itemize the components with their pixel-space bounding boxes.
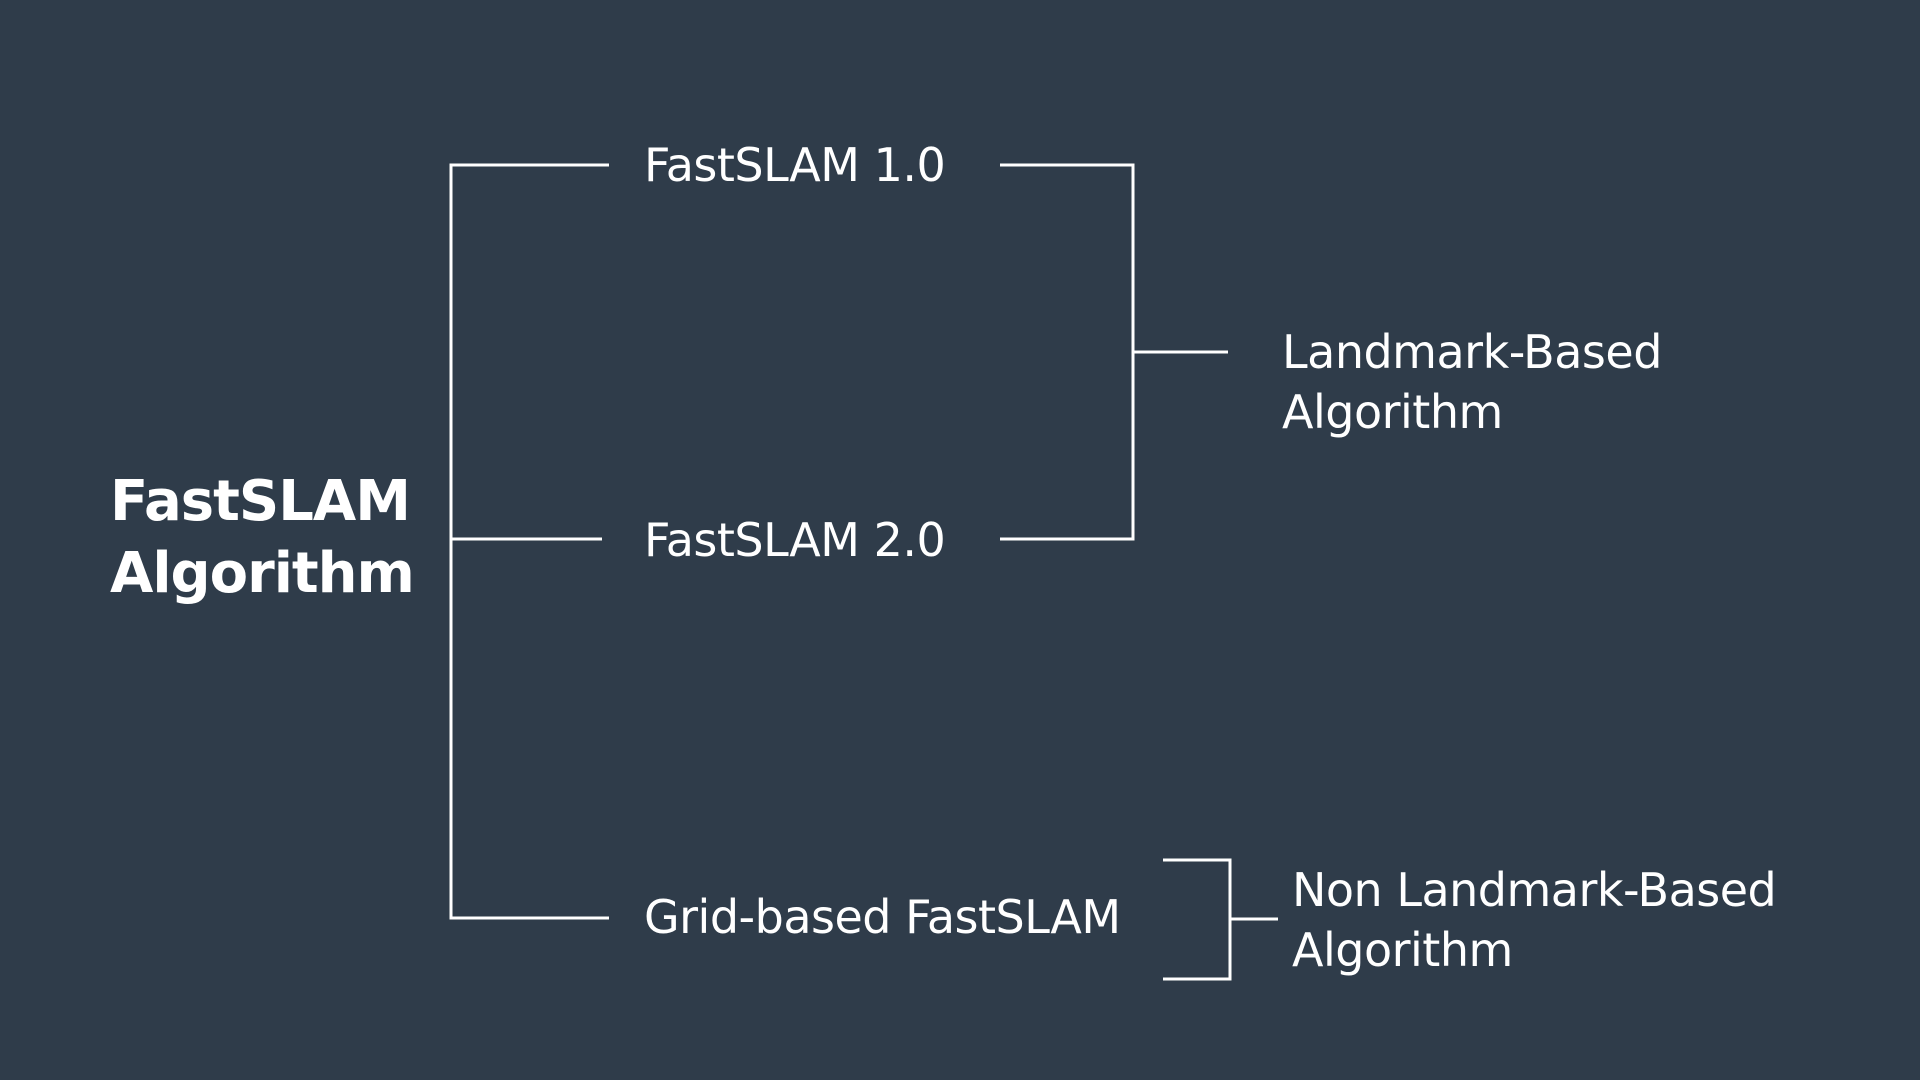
- group-node-landmark-based: Landmark-Based Algorithm: [1282, 322, 1662, 442]
- root-label-line-2: Algorithm: [110, 541, 415, 606]
- variant-node-grid-based: Grid-based FastSLAM: [644, 890, 1121, 944]
- group-landmark-line-2: Algorithm: [1282, 385, 1503, 439]
- group-landmark-line-1: Landmark-Based: [1282, 325, 1662, 379]
- landmark-bracket: [1000, 163, 1135, 541]
- root-node-label: FastSLAM Algorithm: [110, 466, 415, 610]
- root-label-line-1: FastSLAM: [110, 469, 411, 534]
- group-non-landmark-line-2: Algorithm: [1292, 923, 1513, 977]
- variant-node-fastslam-2: FastSLAM 2.0: [644, 513, 946, 567]
- group-node-non-landmark-based: Non Landmark-Based Algorithm: [1292, 860, 1777, 980]
- variant-node-fastslam-1: FastSLAM 1.0: [644, 138, 946, 192]
- root-bracket: [449, 163, 609, 920]
- group-non-landmark-line-1: Non Landmark-Based: [1292, 863, 1777, 917]
- non-landmark-bracket: [1163, 858, 1232, 981]
